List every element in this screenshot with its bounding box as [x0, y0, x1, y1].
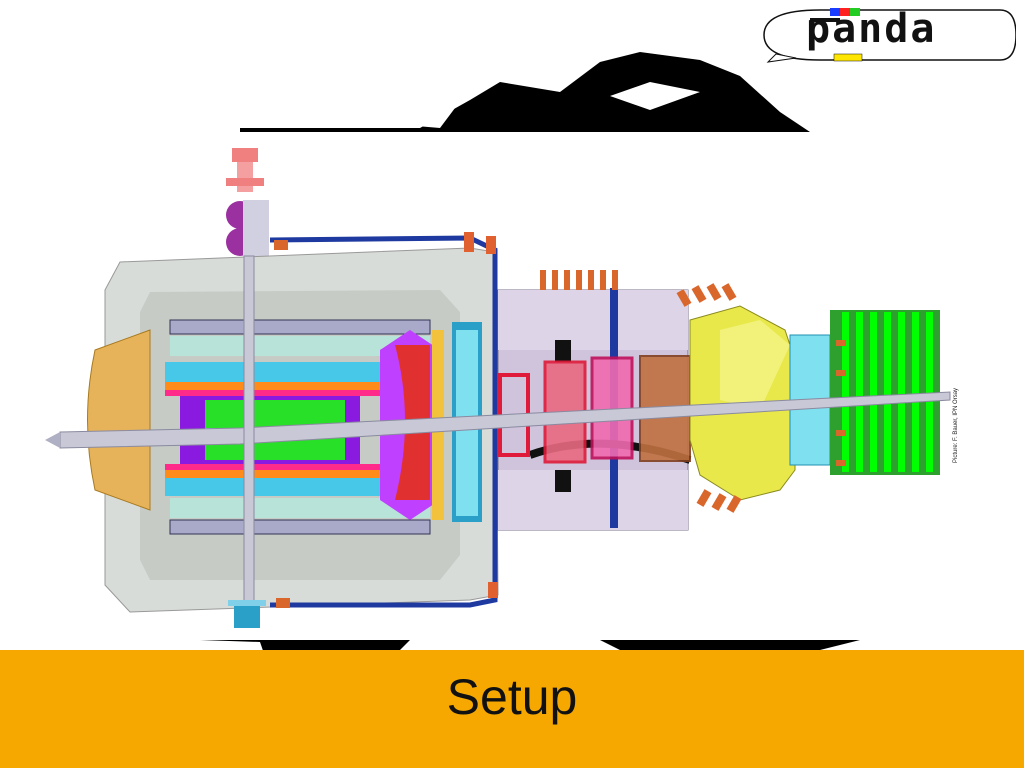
target-pipe [243, 255, 255, 607]
image-credit: Picture: F. Bauer, IPN Orsay [946, 330, 960, 463]
muon-barrel-bottom [170, 498, 430, 518]
barrel-emc-bottom [165, 478, 400, 496]
panda-logo [763, 8, 1016, 63]
slide-title: Setup [446, 669, 578, 725]
target-pipe-upper [237, 162, 253, 192]
target-flange-top [232, 148, 258, 162]
barrel-emc-top [165, 362, 400, 382]
footer-band [0, 650, 1024, 768]
solenoid-coil-top [169, 319, 431, 335]
backward-cap [87, 329, 151, 511]
credit-text: Picture: F. Bauer, IPN Orsay [953, 387, 959, 463]
solenoid-coil-bottom [169, 519, 431, 535]
target-dump [234, 604, 260, 628]
panda-logo-text: panda [806, 6, 937, 52]
muon-barrel-top [170, 336, 430, 356]
